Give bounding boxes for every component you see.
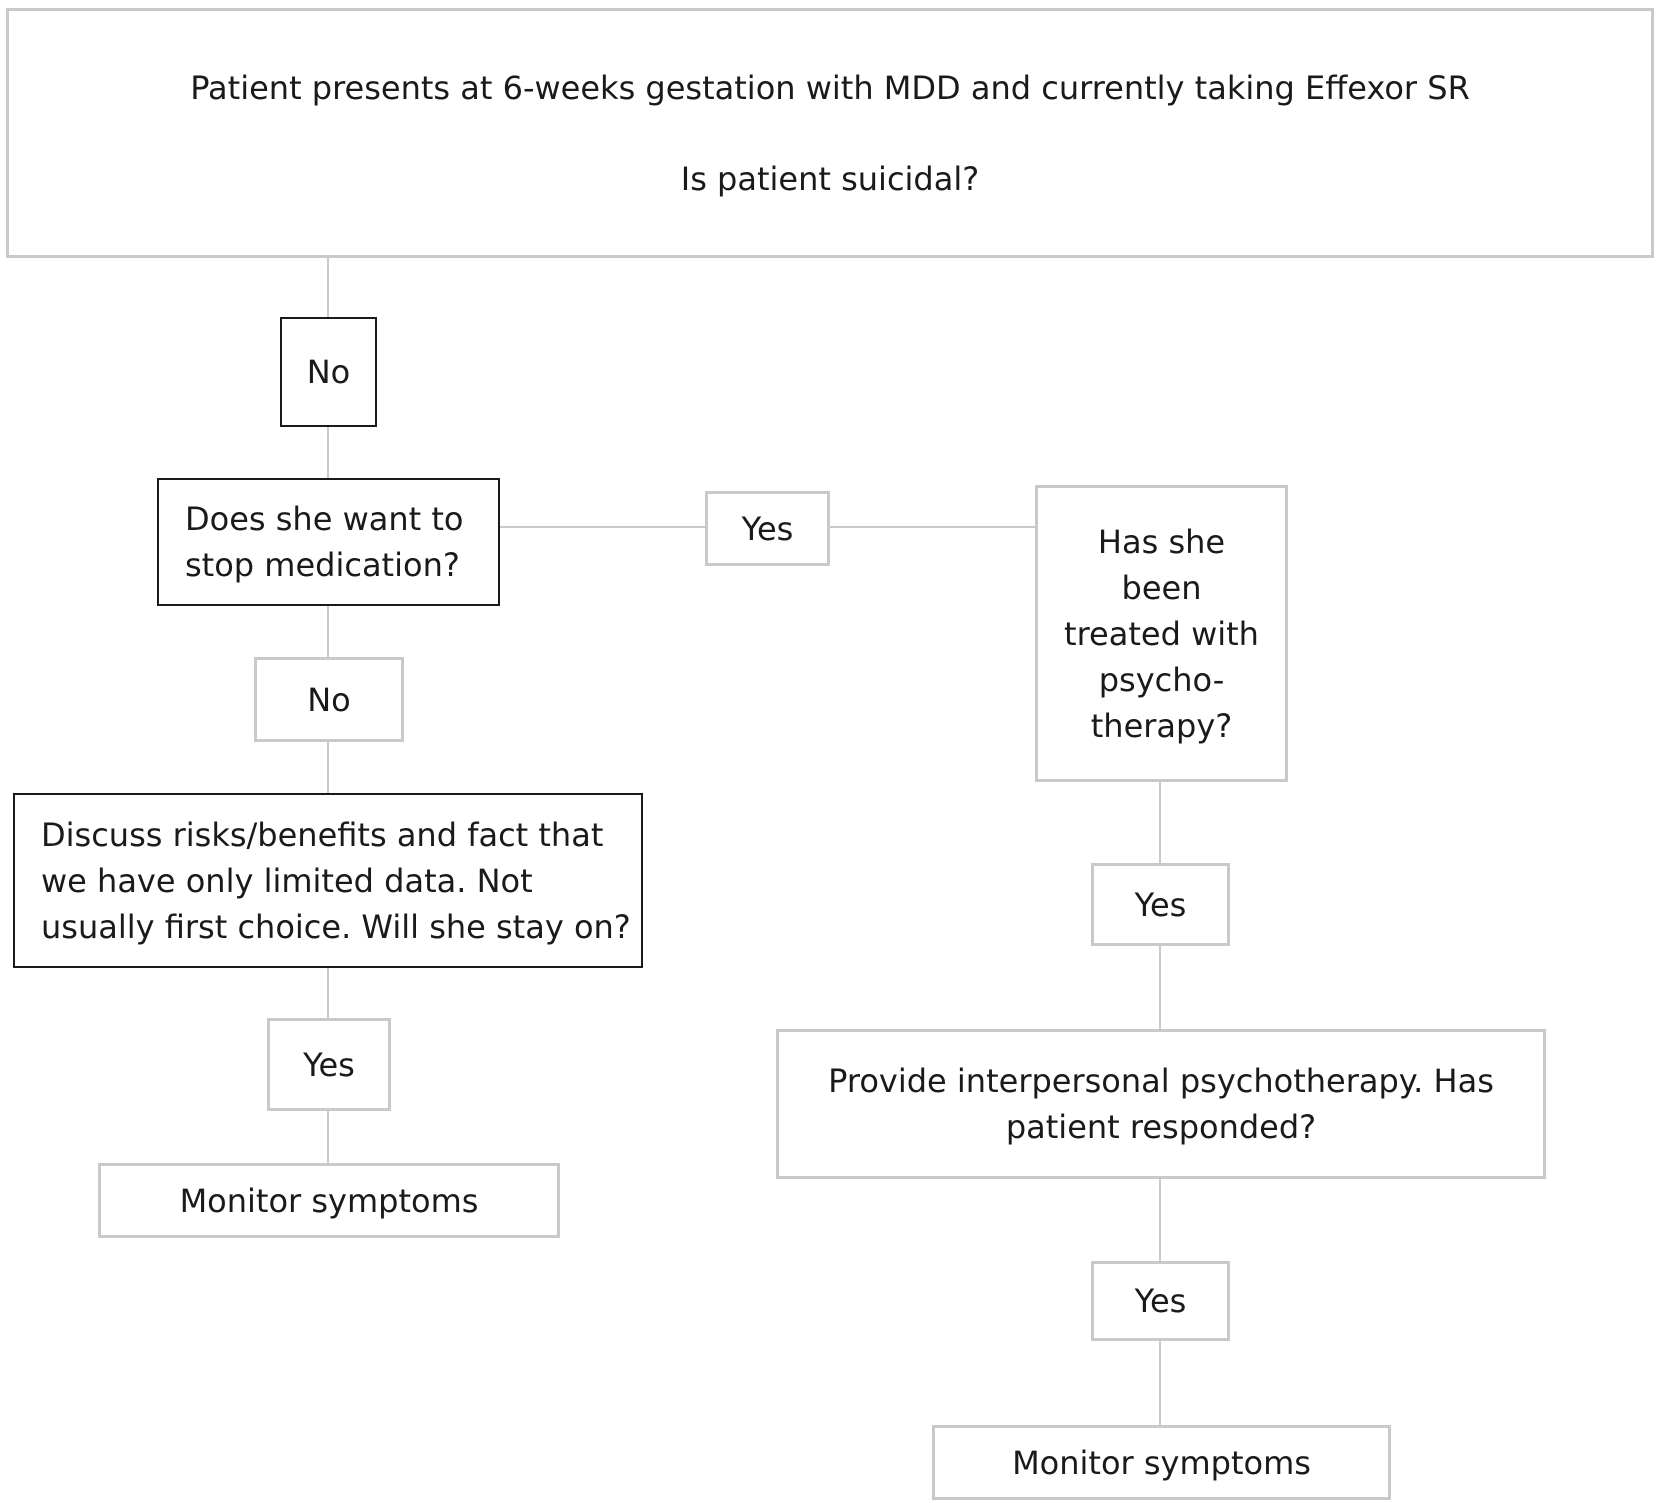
yes-stay-text: Yes [303, 1045, 355, 1084]
yes-stay-label: Yes [267, 1018, 391, 1111]
yes-stop-label: Yes [705, 491, 830, 566]
treated-line3: treated with [1064, 614, 1259, 653]
treated-line4: psycho- [1098, 660, 1225, 699]
start-node: Patient presents at 6-weeks gestation wi… [6, 8, 1654, 258]
monitor-right-text: Monitor symptoms [1012, 1443, 1311, 1482]
start-text-line1: Patient presents at 6-weeks gestation wi… [190, 68, 1470, 107]
yes-responded-label: Yes [1091, 1261, 1230, 1341]
treated-line2: been [1121, 568, 1202, 607]
discuss-line3: usually first choice. Will she stay on? [41, 907, 631, 946]
treated-psychotherapy-node: Has she been treated with psycho- therap… [1035, 485, 1288, 782]
no-suicidal-text: No [306, 353, 351, 391]
monitor-symptoms-left-node: Monitor symptoms [98, 1163, 560, 1238]
yes-treated-label: Yes [1091, 863, 1230, 946]
stop-medication-node: Does she want to stop medication? [157, 478, 500, 606]
stop-medication-line1: Does she want to [185, 500, 464, 538]
no-suicidal-label: No [280, 317, 377, 427]
no-stop-text: No [307, 680, 351, 719]
ipt-line1: Provide interpersonal psychotherapy. Has [828, 1062, 1494, 1100]
monitor-left-text: Monitor symptoms [179, 1181, 479, 1220]
start-text-line2: Is patient suicidal? [680, 159, 980, 198]
monitor-symptoms-right-node: Monitor symptoms [932, 1425, 1391, 1500]
interpersonal-psychotherapy-node: Provide interpersonal psychotherapy. Has… [776, 1029, 1546, 1179]
treated-line5: therapy? [1090, 706, 1233, 745]
ipt-line2: patient responded? [1005, 1108, 1317, 1146]
treated-line1: Has she [1097, 522, 1226, 561]
discuss-line2: we have only limited data. Not [41, 861, 533, 900]
discuss-node: Discuss risks/benefits and fact that we … [13, 793, 643, 968]
yes-treated-text: Yes [1134, 885, 1187, 924]
stop-medication-line2: stop medication? [185, 546, 460, 584]
no-stop-label: No [254, 657, 404, 742]
discuss-line1: Discuss risks/benefits and fact that [41, 815, 604, 854]
yes-responded-text: Yes [1134, 1282, 1187, 1320]
yes-stop-text: Yes [741, 509, 794, 548]
